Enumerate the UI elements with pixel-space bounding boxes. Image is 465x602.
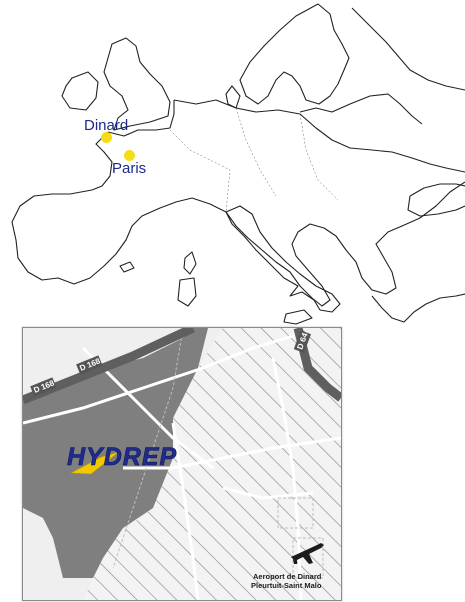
site-map: D 168 D 168 D 64 HYDREP Aeroport de Dina… [22, 327, 342, 601]
airport-name-line1: Aeroport de Dinard [253, 572, 322, 581]
city-marker-paris[interactable] [124, 150, 135, 161]
italy-outline [225, 205, 341, 313]
hydrep-logo: HYDREP [67, 443, 177, 475]
europe-map [11, 3, 465, 325]
airport-name-line2: Pleurtuit-Saint Malo [251, 581, 322, 590]
britain-outline [103, 37, 171, 131]
road-label-d64: D 64 [293, 330, 311, 353]
corsica-outline [183, 251, 197, 275]
baltic-coast-outline [299, 93, 423, 125]
sardinia-outline [177, 277, 197, 307]
city-label-dinard: Dinard [84, 117, 129, 134]
airport-marker: Aeroport de Dinard Pleurtuit-Saint Malo [251, 543, 324, 590]
denmark-outline [225, 85, 241, 109]
sicily-outline [283, 309, 313, 325]
svg-text:HYDREP: HYDREP [67, 443, 177, 471]
greece-turkey-outline [371, 293, 465, 323]
airport-zone [83, 328, 341, 600]
site-map-graphic: D 168 D 168 D 64 HYDREP Aeroport de Dina… [23, 328, 341, 600]
black-sea-outline [407, 183, 465, 217]
city-label-paris: Paris [112, 160, 147, 177]
logo-swoosh [69, 451, 120, 475]
city-marker-dinard[interactable] [101, 132, 112, 143]
northeast-coast-outline [351, 7, 465, 91]
scandinavia-outline [239, 3, 350, 105]
ireland-outline [61, 71, 99, 111]
local-roads [23, 331, 341, 600]
continent-outline [11, 99, 465, 307]
airplane-icon [291, 543, 324, 564]
balearic-outline [119, 261, 135, 273]
